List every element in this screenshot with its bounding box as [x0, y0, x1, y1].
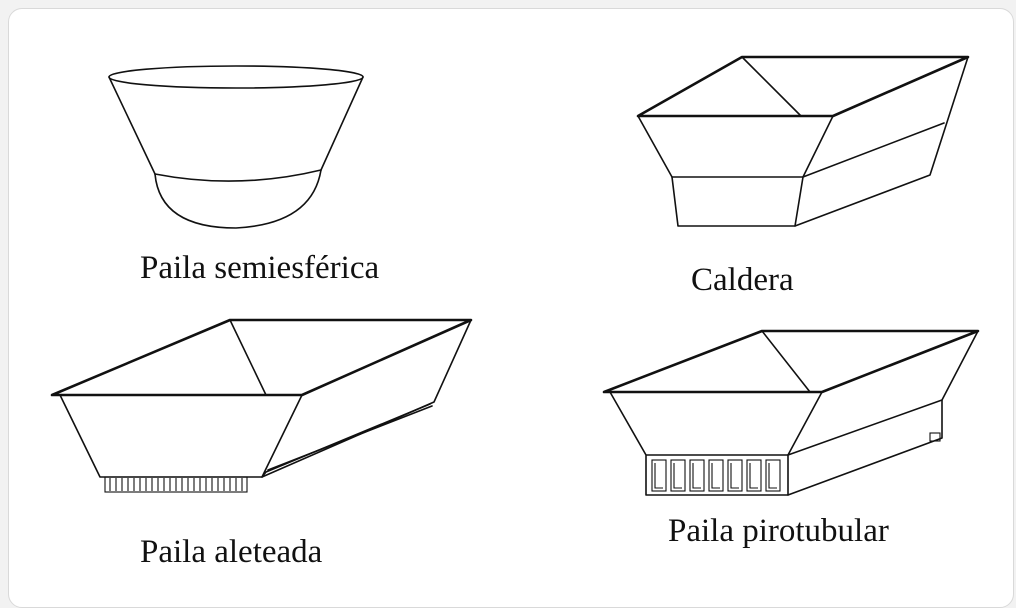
- fire-tube-inner: [654, 463, 663, 489]
- fire-tube: [765, 459, 781, 492]
- fire-tube-inner: [673, 463, 682, 489]
- fire-tube-inner: [768, 463, 777, 489]
- fire-tube-inner: [749, 463, 758, 489]
- fire-tube: [689, 459, 705, 492]
- label-finned-pan: Paila aleteada: [140, 534, 323, 570]
- fire-tube: [727, 459, 743, 492]
- label-semispherical-pan: Paila semiesférica: [140, 250, 380, 286]
- fire-tube: [708, 459, 724, 492]
- fins: [109, 478, 243, 491]
- fire-tube: [651, 459, 667, 492]
- label-firetube-pan: Paila pirotubular: [668, 513, 889, 549]
- semispherical-pan-drawing: [108, 65, 364, 229]
- fire-tube: [670, 459, 686, 492]
- figure-card: [8, 8, 1014, 608]
- diagram-svg: [50, 55, 980, 496]
- firetube-pan-drawing: [602, 329, 980, 496]
- fire-tube-inner: [711, 463, 720, 489]
- pan-types-diagram: Paila semiesférica Caldera Paila aletead…: [50, 55, 980, 570]
- fire-tube-inner: [692, 463, 701, 489]
- fire-tube-inner: [730, 463, 739, 489]
- fire-tubes: [651, 459, 781, 492]
- label-boiler: Caldera: [691, 262, 794, 298]
- boiler-drawing: [636, 55, 970, 227]
- fire-tube: [746, 459, 762, 492]
- finned-pan-drawing: [50, 318, 473, 493]
